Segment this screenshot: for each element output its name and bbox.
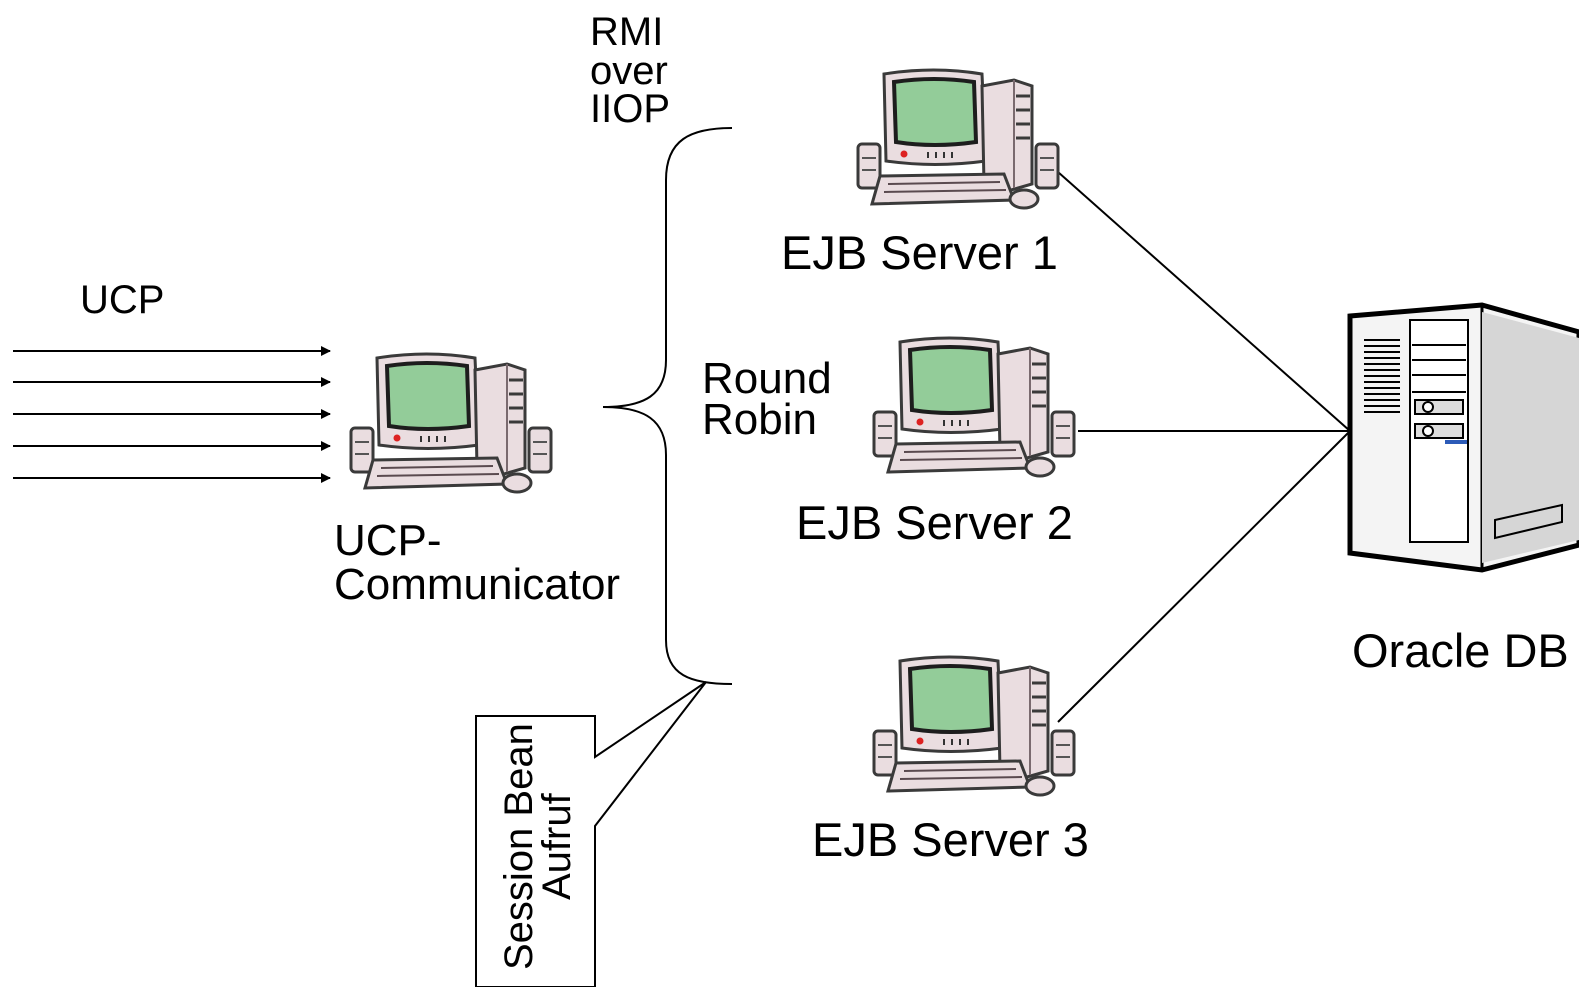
rmi-label-line2: over <box>590 49 668 93</box>
ucp-arrows <box>13 346 331 483</box>
ucp-label: UCP <box>80 278 164 322</box>
round-robin-brace <box>602 127 733 685</box>
session-bean-callout <box>475 681 707 987</box>
ejb-server-2-computer-icon <box>872 336 1076 478</box>
ucp-communicator-label-line2: Communicator <box>334 560 620 609</box>
session-bean-label: Session Bean <box>497 723 541 970</box>
round-robin-label-line2: Robin <box>702 395 817 444</box>
ejb-server-3-label: EJB Server 3 <box>812 813 1089 866</box>
aufruf-label: Aufruf <box>535 792 579 900</box>
ejb-server-1-label: EJB Server 1 <box>781 226 1058 279</box>
tower-server-icon <box>1347 302 1579 573</box>
ucp-communicator-computer-icon <box>349 352 553 494</box>
rmi-label-line1: RMI <box>590 10 663 54</box>
ejb-server-1-computer-icon <box>856 68 1060 210</box>
round-robin-label-line1: Round <box>702 354 832 403</box>
ejb-server-3-computer-icon <box>872 655 1076 797</box>
connection-server3-db <box>1057 430 1351 723</box>
db-connections <box>1057 171 1351 723</box>
ucp-communicator-label-line1: UCP- <box>334 516 442 565</box>
ejb-server-2-label: EJB Server 2 <box>796 496 1073 549</box>
connection-server1-db <box>1057 171 1351 432</box>
oracle-db-label: Oracle DB <box>1352 624 1569 677</box>
rmi-label-line3: IIOP <box>590 87 670 131</box>
